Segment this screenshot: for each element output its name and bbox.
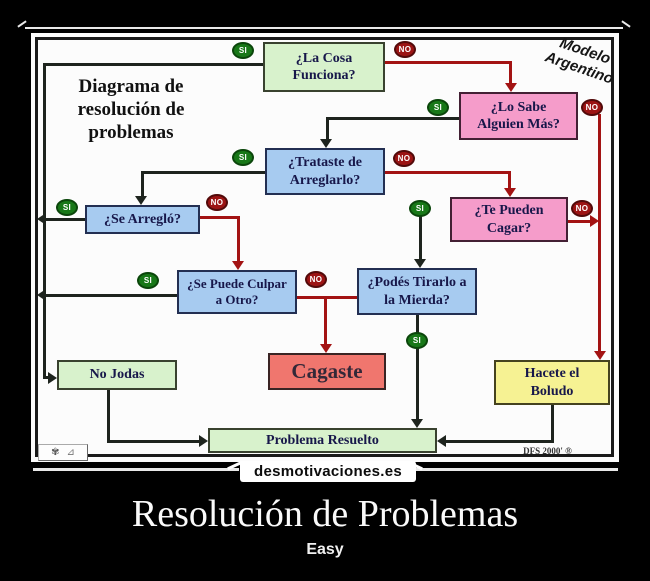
no-badge-trataste: NO — [393, 150, 415, 167]
credit-text: DFS 2000' ® — [523, 446, 572, 456]
no-badge-se-arreglo: NO — [206, 194, 228, 211]
arrowhead-right-line — [590, 215, 599, 227]
arrowhead-lo-sabe — [505, 83, 517, 92]
watermark-ribbon-right — [412, 468, 618, 471]
poster-title: Resolución de Problemas — [131, 493, 519, 535]
arrowhead-resuelto-left — [199, 435, 208, 447]
connector-funciona-si — [43, 63, 265, 66]
connector-funciona-no-h — [385, 61, 512, 64]
node-te-pueden-cagar: ¿Te Pueden Cagar? — [450, 197, 568, 242]
connector-no-jodas-down — [107, 390, 110, 443]
arrowhead-resuelto-right — [437, 435, 446, 447]
no-badge-te-pueden: NO — [571, 200, 593, 217]
arrowhead-se-arreglo-si — [37, 213, 46, 225]
no-badge-funciona: NO — [394, 41, 416, 58]
connector-se-arreglo-si — [40, 218, 85, 221]
arrowhead-hacete — [594, 351, 606, 360]
node-se-puede-culpar-a-otro: ¿Se Puede Culpar a Otro? — [177, 270, 297, 314]
connector-no-jodas-right — [107, 440, 201, 443]
yes-badge-trataste: SI — [232, 149, 254, 166]
connector-podes-si — [416, 315, 419, 422]
arrowhead-no-jodas — [48, 372, 57, 384]
diagram-heading: Diagrama de resolución de problemas — [77, 76, 185, 143]
node-hacete-el-boludo: Hacete el Boludo — [494, 360, 610, 405]
arrowhead-trataste — [320, 139, 332, 148]
connector-hacete-left — [443, 440, 553, 443]
connector-se-puede-si — [40, 294, 177, 297]
connector-podes-no-h — [297, 296, 357, 299]
no-badge-lo-sabe: NO — [581, 99, 603, 116]
connector-trataste-si-v — [141, 171, 144, 199]
flower-stamp-icon: ✾ — [51, 447, 60, 458]
yes-badge-se-puede: SI — [137, 272, 159, 289]
yes-badge-se-arreglo: SI — [56, 199, 78, 216]
connector-lo-sabe-si-h — [326, 117, 459, 120]
node-podes-tirarlo-a-la-mierda: ¿Podés Tirarlo a la Mierda? — [357, 268, 477, 315]
node-lo-sabe-alguien-mas: ¿Lo Sabe Alguien Más? — [459, 92, 578, 140]
arrowhead-te-pueden — [504, 188, 516, 197]
stamp-box: ✾ ⊿ — [38, 444, 88, 461]
connector-trataste-no-h — [385, 171, 511, 174]
connector-right-vertical — [598, 114, 601, 354]
node-trataste-de-arreglarlo: ¿Trataste de Arreglarlo? — [265, 148, 385, 195]
node-no-jodas: No Jodas — [57, 360, 177, 390]
connector-se-arreglo-no-h — [200, 216, 240, 219]
frame-top-line — [25, 27, 623, 29]
node-problema-resuelto: Problema Resuelto — [208, 428, 437, 453]
arrowhead-se-puede-si — [37, 289, 46, 301]
node-la-cosa-funciona: ¿La Cosa Funciona? — [263, 42, 385, 92]
yes-badge-te-pueden: SI — [409, 200, 431, 217]
flowchart-border — [35, 37, 614, 457]
yes-badge-funciona: SI — [232, 42, 254, 59]
connector-hacete-down — [551, 405, 554, 443]
watermark-ribbon-left — [33, 468, 239, 471]
connector-podes-no-v — [324, 296, 327, 346]
connector-trataste-si-h — [141, 171, 267, 174]
no-badge-podes: NO — [305, 271, 327, 288]
yes-badge-podes: SI — [406, 332, 428, 349]
arrowhead-resuelto-top — [411, 419, 423, 428]
connector-lo-sabe-si-v — [326, 117, 329, 142]
node-se-arreglo: ¿Se Arregló? — [85, 205, 200, 234]
connector-funciona-no-v — [509, 61, 512, 86]
yes-badge-lo-sabe: SI — [427, 99, 449, 116]
watermark-label: desmotivaciones.es — [240, 461, 416, 482]
triangle-stamp-icon: ⊿ — [66, 447, 75, 458]
arrowhead-se-arreglo — [135, 196, 147, 205]
arrowhead-cagaste — [320, 344, 332, 353]
arrowhead-se-puede — [232, 261, 244, 270]
connector-trataste-no-v — [508, 171, 511, 191]
connector-se-arreglo-no-v — [237, 216, 240, 264]
connector-te-pueden-no — [568, 220, 592, 223]
node-cagaste: Cagaste — [268, 353, 386, 390]
arrowhead-podes — [414, 259, 426, 268]
connector-te-pueden-si — [419, 216, 422, 262]
poster-subtitle: Easy — [306, 541, 344, 558]
